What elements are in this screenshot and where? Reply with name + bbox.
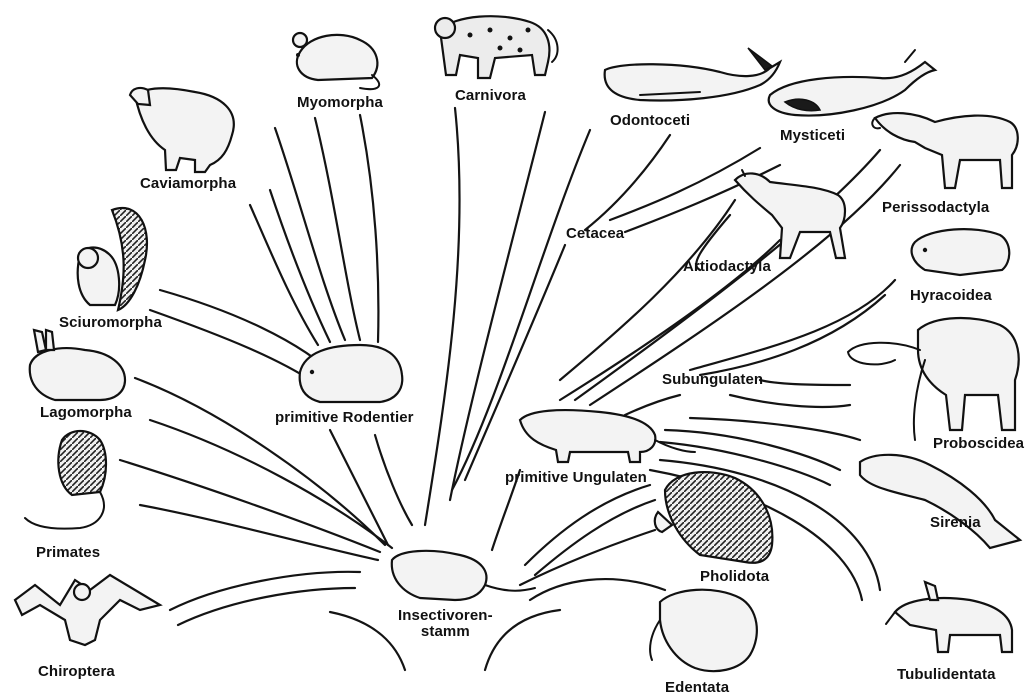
monkey-icon xyxy=(25,431,106,529)
squirrel-icon xyxy=(78,208,147,310)
primitive-rodent-icon xyxy=(300,345,403,402)
label-insectivoren-line2: stamm xyxy=(398,624,493,640)
label-artiodactyla: Artiodactyla xyxy=(683,259,771,275)
manatee-icon xyxy=(860,455,1020,548)
mammoth-icon xyxy=(848,318,1019,440)
label-insectivoren-line1: Insectivoren- xyxy=(398,608,493,624)
label-sirenia: Sirenia xyxy=(930,515,981,531)
label-proboscidea: Proboscidea xyxy=(933,436,1024,452)
shrew-icon xyxy=(392,551,535,600)
anteater-icon xyxy=(650,590,757,671)
rabbit-icon xyxy=(30,330,125,400)
label-carnivora: Carnivora xyxy=(455,88,526,104)
label-pholidota: Pholidota xyxy=(700,569,769,585)
hyrax-icon xyxy=(912,229,1010,275)
label-caviamorpha: Caviamorpha xyxy=(140,176,236,192)
bat-icon xyxy=(15,575,160,645)
label-edentata: Edentata xyxy=(665,680,729,696)
label-mysticeti: Mysticeti xyxy=(780,128,845,144)
tapir-icon xyxy=(872,113,1017,188)
label-odontoceti: Odontoceti xyxy=(610,113,690,129)
pangolin-icon xyxy=(655,472,773,563)
label-subungulaten: Subungulaten xyxy=(662,372,763,388)
capybara-icon xyxy=(130,88,234,172)
label-primitive-ungulaten: primitive Ungulaten xyxy=(505,470,647,486)
aardvark-icon xyxy=(886,582,1012,652)
mouse-icon xyxy=(293,33,379,89)
label-sciuromorpha: Sciuromorpha xyxy=(59,315,162,331)
sperm-whale-icon xyxy=(605,48,780,100)
label-perissodactyla: Perissodactyla xyxy=(882,200,989,216)
label-chiroptera: Chiroptera xyxy=(38,664,115,680)
primitive-ungulate-icon xyxy=(520,410,695,462)
label-hyracoidea: Hyracoidea xyxy=(910,288,992,304)
baleen-whale-icon xyxy=(769,50,935,116)
label-lagomorpha: Lagomorpha xyxy=(40,405,132,421)
label-myomorpha: Myomorpha xyxy=(297,95,383,111)
deer-icon xyxy=(735,170,845,258)
label-insectivorenstamm: Insectivoren- stamm xyxy=(398,608,493,640)
label-primitive-rodentier: primitive Rodentier xyxy=(275,410,414,426)
label-primates: Primates xyxy=(36,545,100,561)
label-cetacea: Cetacea xyxy=(566,226,624,242)
leopard-icon xyxy=(435,16,558,78)
label-tubulidentata: Tubulidentata xyxy=(897,667,996,683)
